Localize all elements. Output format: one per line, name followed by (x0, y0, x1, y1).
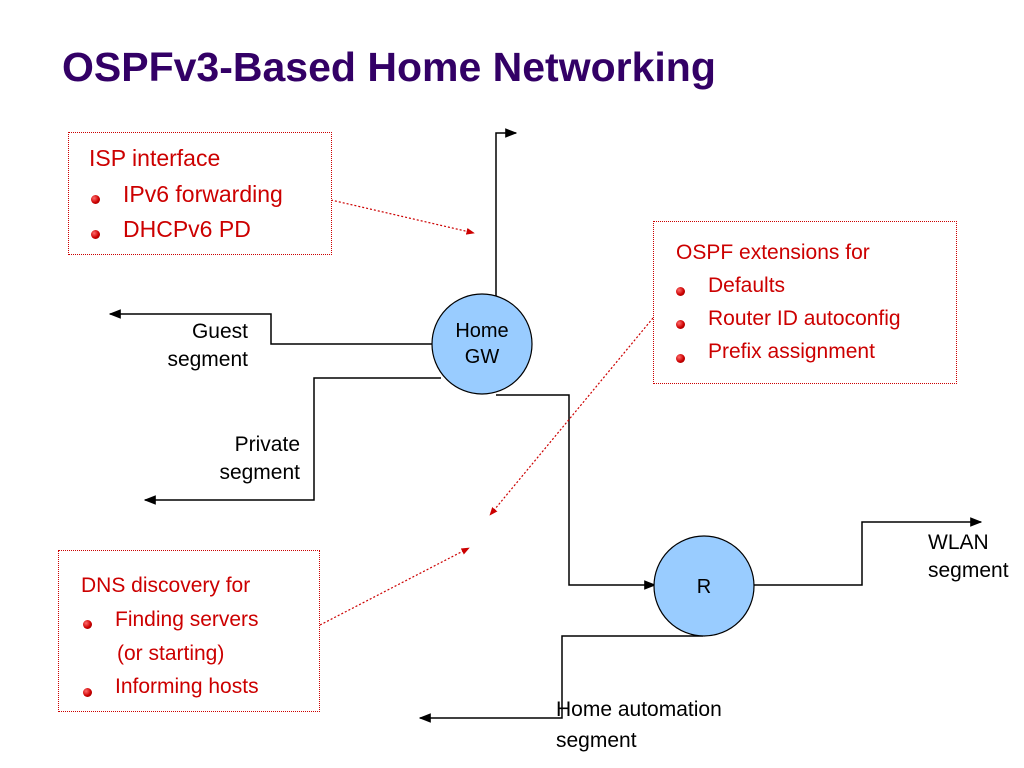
home-automation-segment-label: Home automation segment (556, 694, 722, 756)
guest-segment-label-line2: segment (167, 348, 248, 371)
bullet-icon (91, 195, 100, 204)
dns-discovery-callout: DNS discovery for Finding servers (or st… (58, 550, 320, 712)
isp-interface-callout: ISP interface IPv6 forwarding DHCPv6 PD (68, 132, 332, 255)
home-gw-label-line2: GW (464, 346, 500, 368)
dns-callout-arrow (319, 547, 470, 626)
ospf-callout-arrow (489, 317, 654, 516)
dns-callout-item: Informing hosts (115, 675, 259, 698)
ospf-callout-item: Router ID autoconfig (708, 307, 901, 330)
guest-segment-label-line1: Guest (191, 320, 248, 343)
bullet-icon (83, 688, 92, 697)
ospf-callout-heading: OSPF extensions for (676, 241, 870, 264)
wlan-segment-label-line1: WLAN (928, 531, 989, 554)
wlan-segment-line (753, 517, 983, 586)
home-gw-node (431, 293, 533, 395)
guest-segment-label: Guest segment (140, 318, 248, 374)
ospf-callout-item: Prefix assignment (708, 340, 875, 363)
home-gw-label: Home GW (432, 318, 532, 370)
isp-callout-item: DHCPv6 PD (123, 216, 251, 242)
private-segment-label-line1: Private (234, 433, 300, 456)
home-automation-segment-line (418, 635, 703, 723)
isp-uplink-line (495, 128, 518, 296)
dns-callout-item: Finding servers (115, 608, 259, 631)
private-segment-label: Private segment (190, 431, 300, 487)
bullet-icon (676, 287, 685, 296)
router-label-text: R (696, 576, 712, 598)
home-gw-label-line1: Home (455, 320, 509, 342)
ospf-callout-item: Defaults (708, 274, 786, 297)
bullet-icon (676, 320, 685, 329)
slide-title: OSPFv3-Based Home Networking (62, 44, 716, 90)
bullet-icon (83, 620, 92, 629)
isp-callout-item: IPv6 forwarding (123, 181, 283, 207)
private-segment-line (143, 377, 441, 505)
router-label: R (654, 574, 754, 600)
isp-callout-arrow (330, 199, 475, 235)
wlan-segment-label: WLAN segment (928, 529, 1024, 585)
bullet-icon (676, 354, 685, 363)
dns-callout-item: (or starting) (117, 642, 225, 665)
router-node (653, 535, 755, 637)
home-automation-segment-label-line2: segment (556, 729, 637, 752)
guest-segment-line (108, 309, 436, 345)
isp-callout-heading: ISP interface (89, 145, 221, 171)
dns-callout-heading: DNS discovery for (81, 574, 251, 597)
ospf-extensions-callout: OSPF extensions for Defaults Router ID a… (653, 221, 957, 384)
home-automation-segment-label-line1: Home automation (556, 698, 722, 721)
private-segment-label-line2: segment (219, 461, 300, 484)
gw-to-r-line (496, 394, 657, 590)
wlan-segment-label-line2: segment (928, 559, 1009, 582)
bullet-icon (91, 230, 100, 239)
